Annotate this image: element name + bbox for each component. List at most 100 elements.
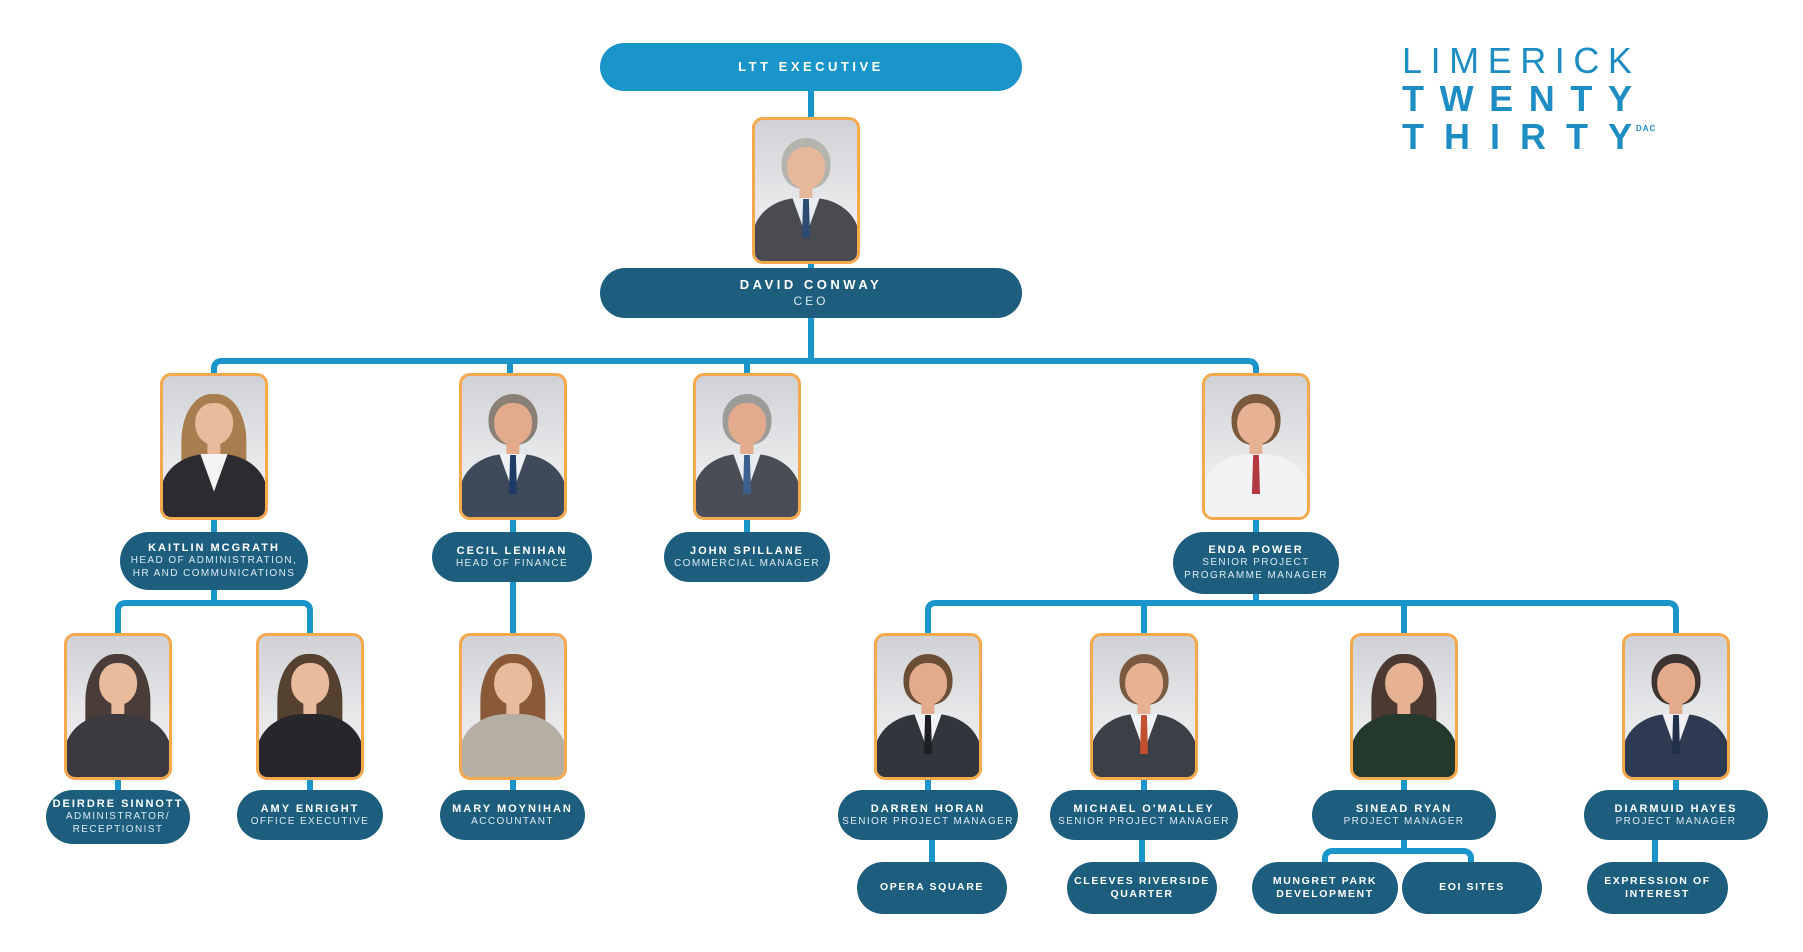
node-enda-power: ENDA POWER SENIOR PROJECT PROGRAMME MANA… [1173,532,1339,594]
person-role: SENIOR PROJECT MANAGER [842,815,1014,827]
person-name: MICHAEL O'MALLEY [1073,802,1215,815]
connector-line [1253,594,1259,602]
photo-diarmuid-hayes [1622,633,1730,780]
node-opera-square: OPERA SQUARE [857,862,1007,914]
connector-rail-sinead-projects [1322,848,1474,862]
person-name: MARY MOYNIHAN [452,802,573,815]
person-role: ADMINISTRATOR/ [65,811,171,823]
connector-line [307,780,313,790]
person-role: PROJECT MANAGER [1615,815,1737,827]
node-darren-horan: DARREN HORAN SENIOR PROJECT MANAGER [838,790,1018,840]
connector-line [925,780,931,790]
person-name: KAITLIN MCGRATH [148,542,280,555]
connector-line [744,358,750,373]
node-sinead-ryan: SINEAD RYAN PROJECT MANAGER [1312,790,1496,840]
project-label: CLEEVES RIVERSIDE [1074,874,1210,887]
avatar [755,120,857,261]
person-role: OFFICE EXECUTIVE [250,815,370,827]
connector-line [1141,780,1147,790]
connector-line [507,358,513,373]
connector-rail-admin-team [115,600,313,633]
connector-line [211,520,217,532]
project-label: EXPRESSION OF [1604,874,1711,887]
connector-line [1253,520,1259,532]
connector-line [1673,780,1679,790]
avatar [696,376,798,517]
node-eoi-sites: EOI SITES [1402,862,1542,914]
connector-line [115,780,121,790]
avatar [462,376,564,517]
connector-line [808,318,814,359]
node-david-conway: DAVID CONWAY CEO [600,268,1022,318]
logo-dac-suffix: DAC [1636,124,1657,133]
person-role: PROGRAMME MANAGER [1184,570,1328,582]
connector-line [1401,600,1407,633]
avatar [163,376,265,517]
node-cleeves-riverside-quarter: CLEEVES RIVERSIDE QUARTER [1067,862,1217,914]
node-john-spillane: JOHN SPILLANE COMMERCIAL MANAGER [664,532,830,582]
photo-sinead-ryan [1350,633,1458,780]
node-michael-omalley: MICHAEL O'MALLEY SENIOR PROJECT MANAGER [1050,790,1238,840]
photo-mary-moynihan [459,633,567,780]
person-role: PROJECT MANAGER [1343,815,1465,827]
photo-cecil-lenihan [459,373,567,520]
connector-line [808,263,814,269]
project-label: DEVELOPMENT [1276,888,1374,900]
avatar [1353,636,1455,777]
connector-line [510,520,516,532]
person-name: DIARMUID HAYES [1614,802,1738,815]
node-cecil-lenihan: CECIL LENIHAN HEAD OF FINANCE [432,532,592,582]
person-name: DARREN HORAN [870,802,986,815]
project-label: QUARTER [1110,888,1174,900]
connector-line [1139,840,1145,862]
ltt-executive-banner: LTT EXECUTIVE [600,43,1022,91]
project-label: MUNGRET PARK [1272,874,1378,887]
connector-line [744,520,750,532]
connector-line [510,780,516,790]
connector-rail-executives [211,358,1259,373]
person-role: HR AND COMMUNICATIONS [132,568,296,580]
avatar [1093,636,1195,777]
photo-deirdre-sinnott [64,633,172,780]
node-diarmuid-hayes: DIARMUID HAYES PROJECT MANAGER [1584,790,1768,840]
connector-line [1401,780,1407,790]
node-kaitlin-mcgrath: KAITLIN MCGRATH HEAD OF ADMINISTRATION, … [120,532,308,590]
connector-line [211,590,217,602]
person-role: HEAD OF ADMINISTRATION, [130,555,298,567]
avatar [67,636,169,777]
project-label: OPERA SQUARE [880,881,984,894]
node-expression-of-interest: EXPRESSION OF INTEREST [1587,862,1728,914]
node-amy-enright: AMY ENRIGHT OFFICE EXECUTIVE [237,790,383,840]
connector-line [929,840,935,862]
person-name: SINEAD RYAN [1355,802,1453,815]
person-role: SENIOR PROJECT [1202,557,1310,569]
connector-line [1401,840,1407,850]
person-name: DEIRDRE SINNOTT [52,798,184,811]
photo-enda-power [1202,373,1310,520]
avatar [462,636,564,777]
person-name: JOHN SPILLANE [689,544,804,557]
project-label: EOI SITES [1439,881,1505,894]
connector-line [1141,600,1147,633]
person-name: DAVID CONWAY [739,277,883,292]
connector-line [510,582,516,633]
connector-line [808,91,814,117]
person-name: ENDA POWER [1208,544,1304,557]
project-label: INTEREST [1625,888,1690,900]
avatar [1205,376,1307,517]
avatar [1625,636,1727,777]
person-role: RECEPTIONIST [72,824,164,836]
avatar [877,636,979,777]
photo-darren-horan [874,633,982,780]
avatar [259,636,361,777]
photo-amy-enright [256,633,364,780]
person-name: CECIL LENIHAN [456,544,568,557]
connector-line [1652,840,1658,862]
photo-john-spillane [693,373,801,520]
node-deirdre-sinnott: DEIRDRE SINNOTT ADMINISTRATOR/ RECEPTION… [46,790,190,844]
person-role: HEAD OF FINANCE [455,557,569,569]
person-role: SENIOR PROJECT MANAGER [1058,815,1230,827]
